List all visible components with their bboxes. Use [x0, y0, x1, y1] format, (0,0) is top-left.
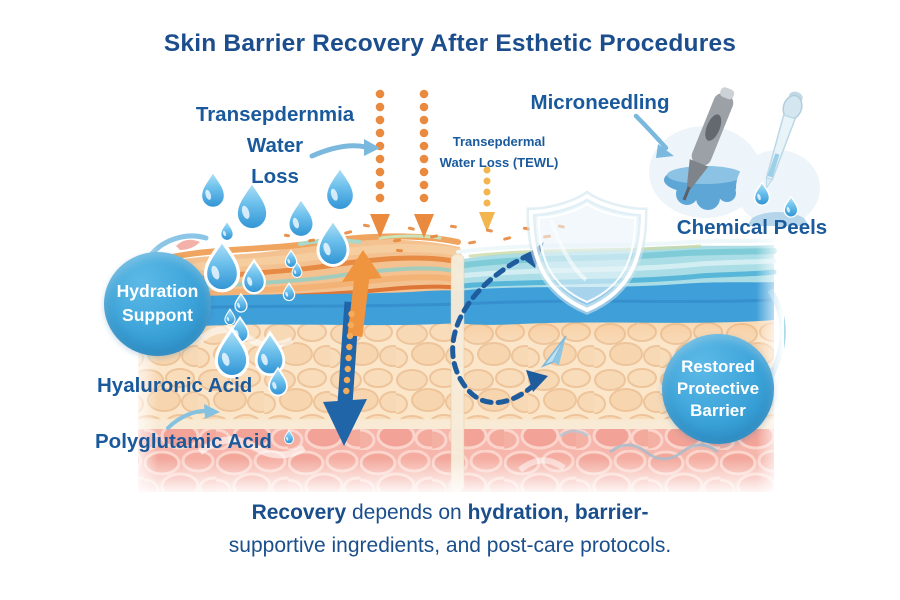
hydration-badge-line2: Suppont	[122, 305, 193, 325]
polyglutamic-label-arrow	[166, 404, 220, 430]
microneedling-label-arrow	[633, 113, 674, 158]
microneedling-label: Microneedling	[530, 91, 670, 114]
restored-badge-line3: Barrier	[690, 401, 746, 421]
tewl-small-line1: Transepdermal	[452, 134, 546, 149]
caption-mid: depends on	[346, 501, 468, 524]
tewl-main-label: Transepdernmia Water Loss	[165, 100, 385, 192]
tewl-small-line2: Water Loss (TEWL)	[439, 155, 559, 171]
tewl-main-line1: Transepdernmia	[195, 103, 355, 126]
bottom-edge-fade	[130, 458, 784, 496]
paper-plane-icon	[540, 335, 567, 368]
label-arrows	[166, 113, 674, 430]
restored-badge-line2: Protective	[676, 378, 760, 398]
restored-barrier-badge: Restored Protective Barrier	[662, 334, 774, 444]
tewl-arrow-up	[342, 250, 382, 337]
restored-badge-line1: Restored	[681, 356, 755, 376]
dropper-icon	[736, 91, 820, 226]
caption-bold-hydration: hydration, barrier-	[467, 501, 649, 524]
caption-bold-recovery: Recovery	[251, 501, 347, 524]
tewl-small-label: Transepdermal Water Loss (TEWL)	[420, 131, 578, 174]
caption-line1: Recovery depends on hydration, barrier-	[0, 497, 900, 530]
hydration-support-badge: Hydration Suppont	[104, 252, 211, 356]
caption-line2: supportive ingredients, and post-care pr…	[228, 533, 672, 557]
microneedling-pen-icon	[649, 87, 761, 218]
chemical-peels-label: Chemical Peels	[676, 216, 828, 239]
polyglutamic-acid-label: Polyglutamic Acid	[95, 430, 272, 453]
shield-icon	[526, 190, 648, 315]
page-title: Skin Barrier Recovery After Esthetic Pro…	[163, 30, 737, 57]
hyaluronic-acid-label: Hyaluronic Acid	[97, 374, 253, 397]
hydration-badge-line1: Hydration	[116, 281, 199, 302]
tewl-main-line2: Water	[246, 133, 304, 157]
footer-caption: Recovery depends on hydration, barrier- …	[0, 497, 900, 562]
tewl-label-arrow	[309, 139, 380, 159]
tewl-main-line3: Loss	[251, 164, 299, 188]
arrow-dotted-core	[343, 310, 355, 395]
